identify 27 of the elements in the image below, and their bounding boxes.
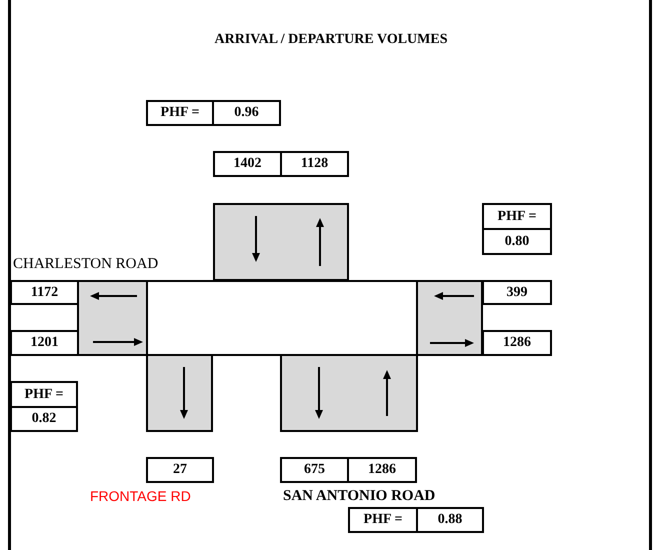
volume-cell: 0.80: [482, 228, 552, 255]
road-name: SAN ANTONIO ROAD: [283, 488, 436, 505]
road-name: CHARLESTON ROAD: [13, 256, 158, 273]
volume-cell: 1402: [213, 151, 282, 177]
phf-cell: PHF =: [146, 100, 214, 126]
intersection-area: [146, 280, 418, 356]
diagram-title: ARRIVAL / DEPARTURE VOLUMES: [214, 32, 448, 48]
phf-cell: PHF =: [482, 203, 552, 230]
phf-cell: PHF =: [10, 381, 78, 408]
volume-cell: 675: [280, 457, 349, 483]
volume-cell: 1286: [347, 457, 417, 483]
volume-cell: 0.88: [416, 507, 484, 533]
volume-cell: 1286: [482, 330, 552, 356]
volume-cell: 399: [482, 280, 552, 305]
volume-cell: 1172: [10, 280, 79, 305]
approach-lane-area: [416, 280, 483, 356]
volume-cell: 1201: [10, 330, 79, 356]
volume-cell: 0.82: [10, 406, 78, 432]
approach-lane-area: [280, 354, 418, 432]
approach-lane-area: [146, 354, 213, 432]
approach-lane-area: [213, 203, 349, 281]
volume-cell: 1128: [280, 151, 349, 177]
road-name: FRONTAGE RD: [90, 488, 191, 504]
volume-cell: 27: [146, 457, 214, 483]
phf-cell: PHF =: [348, 507, 418, 533]
volume-cell: 0.96: [212, 100, 281, 126]
approach-lane-area: [77, 280, 148, 356]
